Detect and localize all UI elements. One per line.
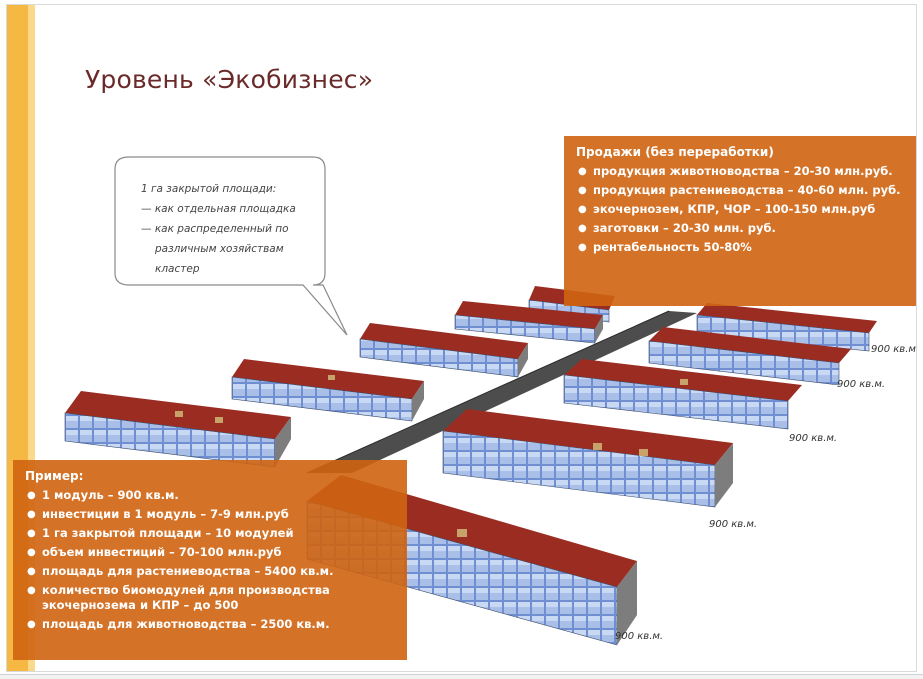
greenhouse <box>64 391 291 468</box>
example-heading: Пример: <box>25 469 84 483</box>
callout-bubble <box>114 156 348 336</box>
greenhouse <box>648 327 851 386</box>
list-item: продукция растениеводства – 40-60 млн. р… <box>576 183 913 198</box>
list-item: заготовки – 20-30 млн. руб. <box>576 221 913 236</box>
greenhouse <box>442 409 733 508</box>
road-edge <box>306 310 670 474</box>
list-item: экочернозем, КПР, ЧОР – 100-150 млн.руб <box>576 202 913 217</box>
area-label: 900 кв.м. <box>615 631 664 642</box>
area-label: 900 кв.м. <box>871 344 917 355</box>
greenhouse-illustration <box>64 156 877 646</box>
example-panel: Пример: 1 модуль – 900 кв.м. инвестиции … <box>13 460 407 660</box>
slide-title: Уровень «Экобизнес» <box>85 65 374 94</box>
sales-heading: Продажи (без переработки) <box>576 145 774 159</box>
callout-line: — как отдельная площадка <box>141 203 296 215</box>
callout-line: — как распределенный по <box>141 223 289 235</box>
list-item: площадь для животноводства – 2500 кв.м. <box>25 617 397 632</box>
callout-line: различным хозяйствам <box>155 243 284 255</box>
list-item: инвестиции в 1 модуль – 7-9 млн.руб <box>25 507 397 522</box>
example-list: 1 модуль – 900 кв.м. инвестиции в 1 моду… <box>25 488 397 632</box>
slide: Уровень «Экобизнес» <box>6 4 917 672</box>
list-item: рентабельность 50-80% <box>576 240 913 255</box>
list-item: объем инвестиций – 70-100 млн.руб <box>25 545 397 560</box>
callout-line: 1 га закрытой площади: <box>141 183 277 195</box>
area-label: 900 кв.м. <box>837 379 886 390</box>
list-item: количество биомодулей для производства э… <box>25 583 397 613</box>
callout-text: 1 га закрытой площади: — как отдельная п… <box>141 179 296 279</box>
greenhouse <box>454 301 603 344</box>
greenhouse <box>563 359 802 430</box>
list-item: 1 га закрытой площади – 10 модулей <box>25 526 397 541</box>
callout-line: кластер <box>155 263 200 275</box>
greenhouse <box>231 359 424 422</box>
greenhouse <box>359 323 528 378</box>
sales-list: продукция животноводства – 20-30 млн.руб… <box>576 164 913 255</box>
accent-stripe-light <box>28 5 35 671</box>
road <box>307 311 697 473</box>
list-item: 1 модуль – 900 кв.м. <box>25 488 397 503</box>
greenhouse <box>696 303 877 352</box>
list-item: площадь для растениеводства – 5400 кв.м. <box>25 564 397 579</box>
bottom-border <box>0 674 923 679</box>
area-label: 900 кв.м. <box>709 519 758 530</box>
sales-panel: Продажи (без переработки) продукция живо… <box>564 136 916 306</box>
area-label: 900 кв.м. <box>789 433 838 444</box>
list-item: продукция животноводства – 20-30 млн.руб… <box>576 164 913 179</box>
